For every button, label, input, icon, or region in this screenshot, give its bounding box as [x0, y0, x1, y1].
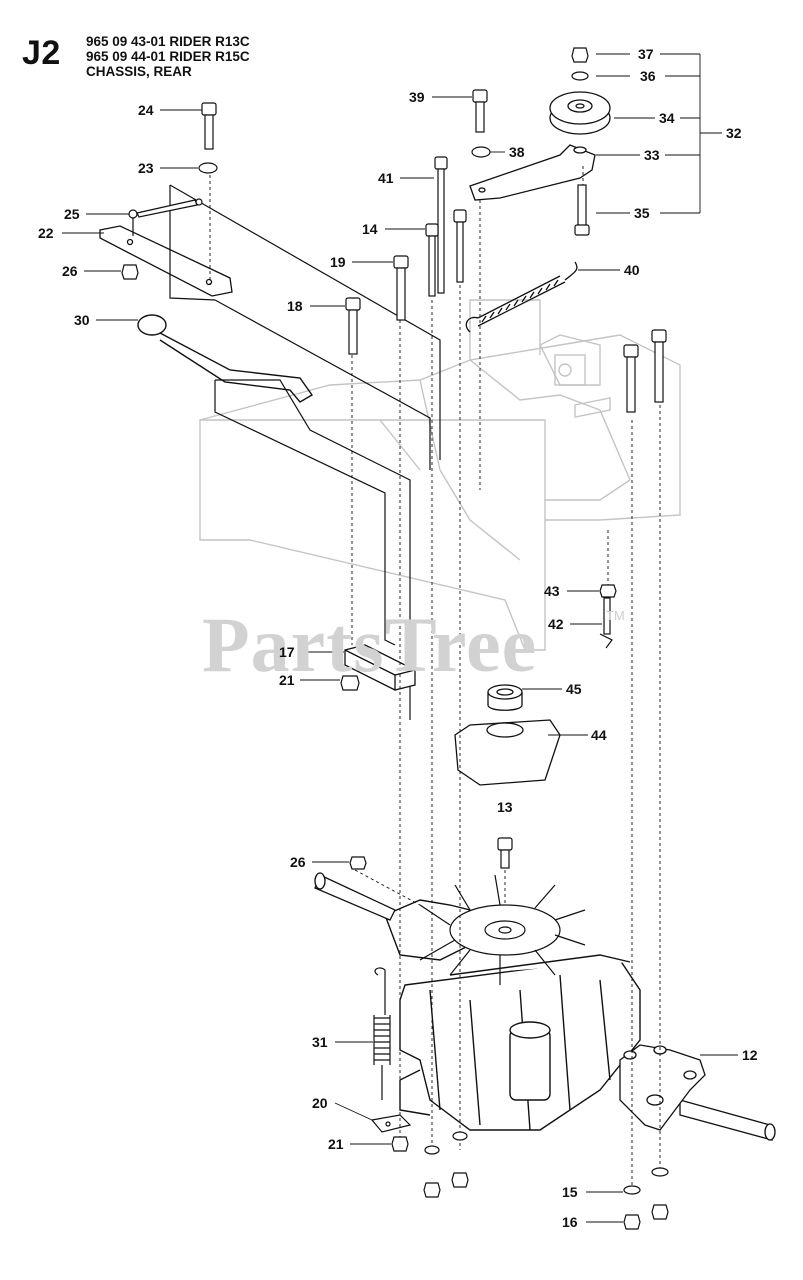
- watermark-tm: TM: [606, 608, 625, 623]
- cooling-fan: [419, 874, 586, 985]
- callout-42: 42: [548, 616, 564, 632]
- bolt-39: [472, 89, 488, 133]
- axle-shafts: [314, 872, 776, 1141]
- watermark-text: PartsTree: [202, 601, 538, 688]
- ball-joint-25: [128, 198, 203, 236]
- callout-14: 14: [362, 221, 378, 237]
- bolt-35: [574, 184, 590, 236]
- callout-36: 36: [640, 68, 656, 84]
- washer-38: [471, 146, 491, 158]
- block-17: [344, 644, 416, 691]
- callout-20: 20: [312, 1095, 328, 1111]
- callout-45: 45: [566, 681, 582, 697]
- callout-13: 13: [497, 799, 513, 815]
- washer-15: [623, 1185, 641, 1195]
- callout-18: 18: [287, 298, 303, 314]
- bolts: [201, 89, 667, 869]
- callout-37: 37: [638, 46, 654, 62]
- callout-16: 16: [562, 1214, 578, 1230]
- transaxle-housing: [384, 899, 641, 1131]
- callout-21-bottom: 21: [328, 1136, 344, 1152]
- oil-tank-44: [454, 719, 561, 786]
- bolt-14: [425, 223, 439, 297]
- nut-26b: [349, 856, 367, 870]
- nut-bottom-a: [423, 1182, 441, 1198]
- callout-40: 40: [624, 262, 640, 278]
- nut-43: [599, 584, 617, 598]
- bolt-41b: [453, 209, 467, 283]
- callout-35: 35: [634, 205, 650, 221]
- idler-arm-33: [469, 144, 596, 201]
- washer-bottom-b: [452, 1131, 468, 1141]
- callout-17: 17: [279, 644, 295, 660]
- nut-26a: [121, 264, 139, 280]
- leader-lines: [62, 53, 738, 1223]
- washer-23: [198, 162, 218, 174]
- nuts-and-washers: [121, 47, 669, 1230]
- callout-26-bottom: 26: [290, 854, 306, 870]
- pulley-34: [549, 91, 611, 135]
- section-title: CHASSIS, REAR: [86, 64, 192, 79]
- washer-bottom-a: [424, 1145, 440, 1155]
- callout-34: 34: [659, 110, 675, 126]
- alignment-lines: [209, 165, 661, 1190]
- spring-31: [373, 967, 391, 1100]
- callout-33: 33: [644, 147, 660, 163]
- callout-12: 12: [742, 1047, 758, 1063]
- nut-21a: [340, 675, 360, 691]
- plate-20: [370, 1114, 412, 1133]
- nut-21b: [391, 1136, 409, 1152]
- nut-37: [571, 47, 589, 63]
- cable-30: [137, 314, 314, 403]
- model-line-1: 965 09 43-01 RIDER R13C: [86, 34, 250, 49]
- callout-26-top: 26: [62, 263, 78, 279]
- bolt-right-a: [623, 344, 639, 413]
- nut-16: [623, 1214, 641, 1230]
- diagram-code: J2: [22, 34, 61, 72]
- washer-right: [651, 1167, 669, 1177]
- pin-42: [599, 597, 613, 649]
- callout-23: 23: [138, 160, 154, 176]
- spring-40: [465, 261, 578, 333]
- callout-43: 43: [544, 583, 560, 599]
- callout-21-top: 21: [279, 672, 295, 688]
- washer-36: [571, 71, 589, 81]
- model-line-2: 965 09 44-01 RIDER R15C: [86, 49, 250, 64]
- callout-30: 30: [74, 312, 90, 328]
- callout-41: 41: [378, 170, 394, 186]
- bolt-24: [201, 102, 217, 150]
- callout-44: 44: [591, 727, 607, 743]
- bolt-right-b: [651, 329, 667, 403]
- axle-bracket-12: [619, 1044, 706, 1131]
- callout-25: 25: [64, 206, 80, 222]
- nut-bottom-b: [451, 1172, 469, 1188]
- bolt-18: [345, 297, 361, 355]
- bracket-plate-22: [99, 225, 233, 297]
- callout-19: 19: [330, 254, 346, 270]
- callout-22: 22: [38, 225, 54, 241]
- callout-32: 32: [726, 125, 742, 141]
- support-plate-outline: [169, 184, 441, 720]
- callout-24: 24: [138, 102, 154, 118]
- callout-31: 31: [312, 1034, 328, 1050]
- callout-38: 38: [509, 144, 525, 160]
- callout-39: 39: [409, 89, 425, 105]
- bolt-19: [393, 255, 409, 321]
- cap-45: [487, 684, 523, 711]
- bolt-13: [497, 837, 513, 869]
- callout-15: 15: [562, 1184, 578, 1200]
- nut-right: [651, 1204, 669, 1220]
